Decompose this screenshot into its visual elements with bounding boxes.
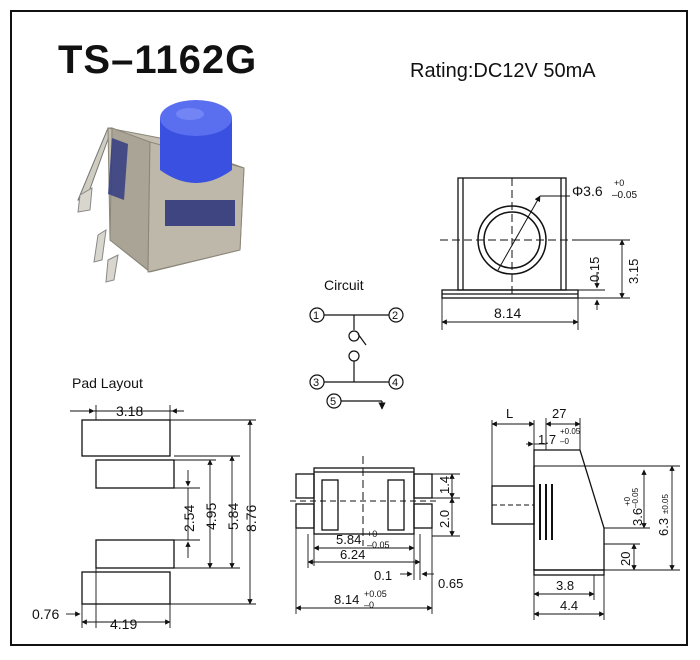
bottom-view-drawing (290, 456, 460, 614)
side-dim-63: 6.3 (656, 518, 671, 536)
bottom-dim-624: 6.24 (340, 547, 365, 562)
bottom-dim-584-up: +0 (367, 529, 377, 539)
pin-3: 3 (313, 377, 319, 389)
pad-dim-495: 4.95 (203, 503, 219, 530)
side-dim-44: 4.4 (560, 598, 578, 613)
switch-product-image (77, 100, 245, 283)
bottom-dim-814: 8.14 (334, 592, 359, 607)
side-dim-38: 3.8 (556, 578, 574, 593)
side-dim-17-dn: –0 (560, 437, 569, 446)
side-dim-L: L (506, 406, 513, 421)
circuit-diagram (309, 307, 404, 410)
bottom-dim-584: 5.84 (336, 532, 361, 547)
top-dim-015: 0.15 (587, 257, 602, 282)
pad-dim-254: 2.54 (181, 505, 197, 532)
top-dim-814: 8.14 (494, 305, 521, 321)
bottom-dim-814-dn: –0 (364, 600, 374, 610)
top-phi-tol-dn: –0.05 (612, 190, 637, 201)
pin-4: 4 (392, 377, 398, 389)
pad-dim-876: 8.76 (243, 505, 259, 532)
circuit-title: Circuit (324, 277, 364, 293)
side-dim-27: 27 (552, 406, 566, 421)
bottom-dim-814-up: +0.05 (364, 589, 387, 599)
drawing-frame (10, 10, 688, 646)
top-phi-tol-up: +0 (614, 178, 624, 188)
side-dim-17-up: +0.05 (560, 427, 581, 436)
pad-layout-drawing (66, 405, 256, 628)
bottom-dim-20: 2.0 (437, 510, 452, 528)
side-dim-36-up: +0 (623, 496, 632, 506)
pad-dim-318: 3.18 (116, 403, 143, 419)
bottom-dim-01: 0.1 (374, 568, 392, 583)
bottom-dim-584-dn: –0.05 (367, 540, 390, 550)
top-view-drawing (440, 177, 630, 330)
pin-5: 5 (330, 396, 336, 408)
part-number-title: TS–1162G (58, 38, 258, 82)
pin-1: 1 (313, 310, 319, 322)
top-dim-315: 3.15 (626, 259, 641, 284)
pad-layout-title: Pad Layout (72, 375, 143, 391)
bottom-dim-065: 0.65 (438, 576, 463, 591)
bottom-dim-14: 1.4 (437, 476, 452, 494)
rating-text: Rating:DC12V 50mA (410, 60, 596, 82)
top-phi-label: Φ3.6 (572, 183, 603, 199)
pin-2: 2 (392, 310, 398, 322)
side-dim-36: 3.6 (630, 508, 645, 526)
pad-dim-584: 5.84 (225, 503, 241, 530)
side-dim-20: 20 (618, 552, 633, 566)
side-dim-63-tol: ±0.05 (661, 493, 670, 514)
pad-dim-419: 4.19 (110, 616, 137, 632)
side-dim-36-dn: –0.05 (631, 487, 640, 508)
side-dim-17: 1.7 (538, 432, 556, 447)
pad-dim-076: 0.76 (32, 606, 59, 622)
side-view-drawing (491, 418, 680, 620)
